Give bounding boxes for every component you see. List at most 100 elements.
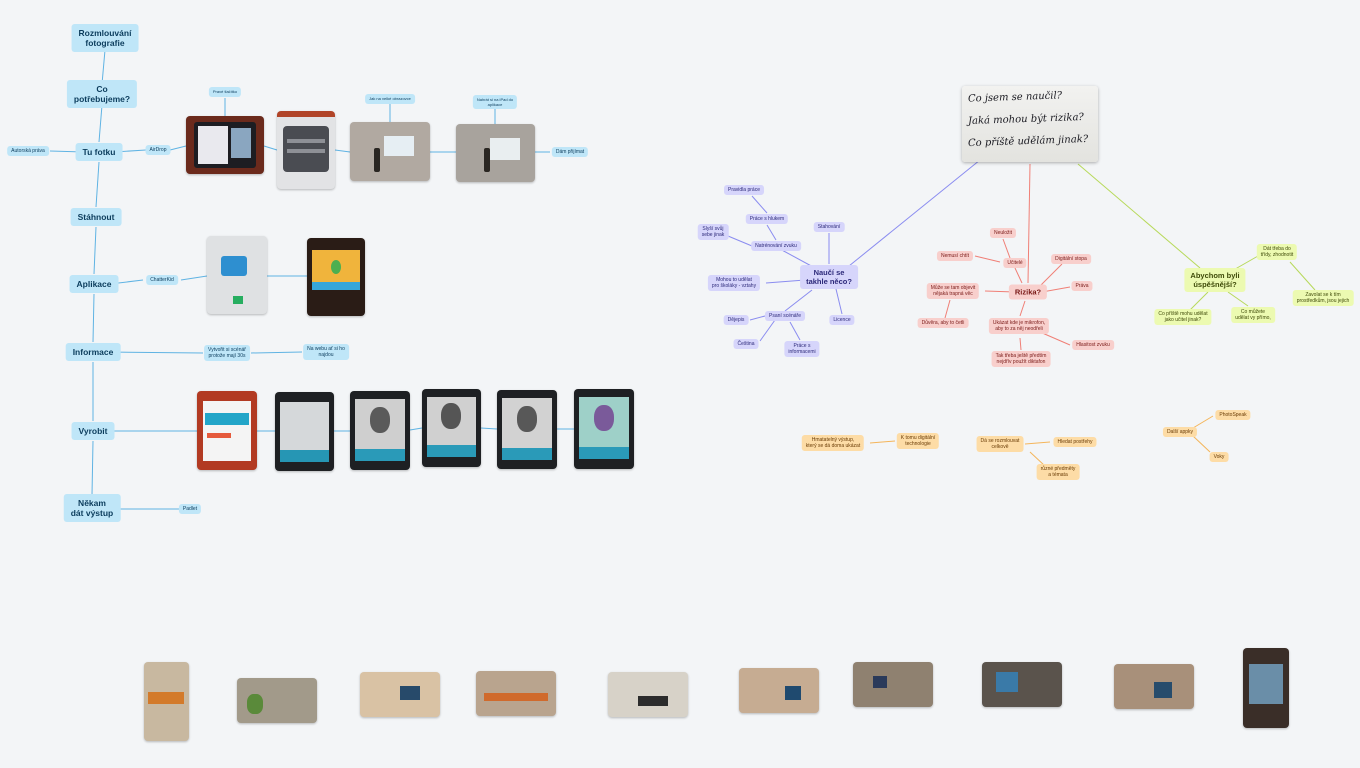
node-stahnout[interactable]: Stáhnout (70, 208, 122, 226)
node-informace[interactable]: Informace (65, 343, 121, 361)
node-tu-fotku[interactable]: Tu fotku (75, 143, 123, 161)
whiteboard-line-3: Co příště udělám jinak? (967, 133, 1089, 150)
photo-workshop-9[interactable] (1114, 664, 1194, 709)
link-green-3 (1189, 291, 1209, 311)
link-blue-26 (480, 427, 498, 430)
node-ucitele[interactable]: Učitelé (1003, 258, 1027, 268)
photo-workshop-6[interactable] (739, 668, 819, 713)
node-stahovani[interactable]: Stahování (813, 222, 845, 232)
node-airdrop[interactable]: AirDrop (145, 145, 171, 155)
photo-chatterpix-1[interactable] (197, 391, 257, 470)
photo-chatterpix-4[interactable] (422, 389, 481, 467)
link-pink-3 (974, 255, 1001, 263)
link-green-0 (1077, 163, 1201, 269)
link-purple-10 (789, 321, 801, 341)
node-ukazat-mikrofon[interactable]: Ukázat kde je mikrofon,aby to za něj neo… (988, 318, 1050, 334)
node-nemusi-chtit[interactable]: Nemusí chtít (936, 251, 974, 261)
link-blue-18 (180, 275, 208, 281)
node-prava[interactable]: Práva (1071, 281, 1093, 291)
link-orange-3 (1192, 415, 1214, 429)
photo-chatterpix-6[interactable] (574, 389, 634, 469)
node-psani-scenare[interactable]: Psaní scénáře (765, 311, 805, 321)
node-aplikace[interactable]: Aplikace (69, 275, 119, 293)
photo-workshop-10[interactable] (1243, 648, 1289, 728)
node-voky[interactable]: Voky (1209, 452, 1229, 462)
link-blue-1 (98, 104, 103, 143)
link-orange-4 (1192, 435, 1211, 453)
link-blue-2 (95, 161, 100, 208)
node-padlet[interactable]: Padlet (178, 504, 202, 514)
link-blue-3 (93, 226, 97, 275)
node-hlasitost-zvuku[interactable]: Hlasitost zvuku (1072, 340, 1114, 350)
photo-chatterpix-2[interactable] (275, 392, 334, 471)
link-blue-20 (107, 351, 204, 354)
photo-workshop-4[interactable] (476, 671, 556, 716)
node-chatterkid[interactable]: ChatterKid (146, 275, 178, 285)
photo-chatterpix-3[interactable] (350, 391, 410, 470)
photo-presentation-2[interactable] (456, 124, 535, 182)
node-hledat-postrehy[interactable]: Hledat postřehy (1053, 437, 1097, 447)
node-rizika[interactable]: Rizika? (1008, 284, 1048, 300)
link-pink-4 (1039, 263, 1063, 287)
node-cestina[interactable]: Čeština (733, 339, 759, 349)
photo-workshop-5[interactable] (608, 672, 688, 717)
node-dejepis[interactable]: Dějepis (723, 315, 749, 325)
link-pink-1 (1014, 267, 1023, 284)
node-neulozit[interactable]: Neuložit (989, 228, 1017, 238)
link-purple-4 (727, 235, 753, 247)
photo-workshop-3[interactable] (360, 672, 440, 717)
node-velka-obrazovka[interactable]: Jak na velké obrazovce (365, 94, 415, 104)
photo-chatterpix-5[interactable] (497, 390, 557, 469)
photo-presentation-1[interactable] (350, 122, 430, 181)
node-licence[interactable]: Licence (829, 315, 855, 325)
node-duvera[interactable]: Důvěra, aby to četli (917, 318, 969, 328)
node-dalsi-appky[interactable]: Další appky (1162, 427, 1198, 437)
link-purple-2 (766, 224, 777, 241)
link-pink-7 (944, 299, 951, 319)
photo-whiteboard-questions[interactable]: Co jsem se naučil? Jaká mohou být rizika… (962, 86, 1098, 162)
link-blue-9 (169, 145, 187, 151)
node-autorska-prava[interactable]: Autorská práva (7, 146, 49, 156)
photo-workshop-8[interactable] (982, 662, 1062, 707)
node-natrenovani-zvuku[interactable]: Natrénování zvuku (751, 241, 801, 251)
link-pink-0 (1027, 163, 1031, 284)
photo-tablet-settings[interactable] (186, 116, 264, 174)
link-pink-10 (1019, 337, 1022, 351)
node-digitalni-stopa[interactable]: Digitální stopa (1051, 254, 1091, 264)
node-pravidla-prace[interactable]: Pravidla práce (724, 185, 764, 195)
node-vyrobit[interactable]: Vyrobit (71, 422, 115, 440)
photo-chatterkid-hand[interactable] (207, 236, 267, 314)
node-dam-prijimat[interactable]: Dám přijímat (551, 147, 589, 157)
node-prace-s-hlukem[interactable]: Práce s hlukem (745, 214, 789, 224)
node-hmatatelny-vystup[interactable]: Hmatatelný výstup,který se dá doma ukáza… (801, 435, 865, 451)
photo-tablet-menu[interactable] (277, 111, 335, 189)
node-photospeak[interactable]: PhotoSpeak (1215, 410, 1251, 420)
photo-chatterkid-screen[interactable] (307, 238, 365, 316)
photo-workshop-1[interactable] (144, 662, 189, 741)
whiteboard-line-1: Co jsem se naučil? (967, 90, 1063, 105)
link-pink-8 (1019, 300, 1026, 317)
photo-workshop-7[interactable] (853, 662, 933, 707)
node-prave-tlacitko[interactable]: Pravé tlačítko (208, 87, 242, 97)
photo-workshop-2[interactable] (237, 678, 317, 723)
